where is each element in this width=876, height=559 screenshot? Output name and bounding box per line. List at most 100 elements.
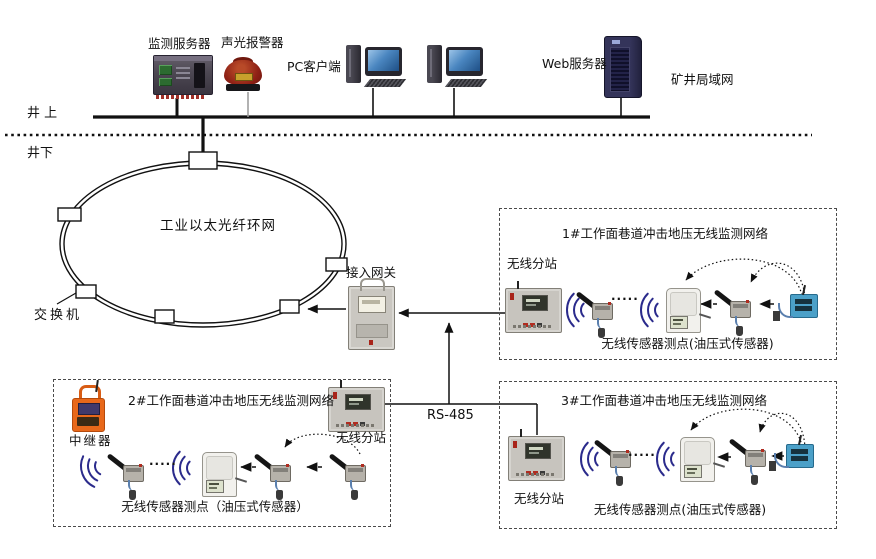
signal-wave-arc bbox=[640, 292, 649, 328]
pc-screen bbox=[368, 50, 399, 71]
network-3-sensors-label: 无线传感器测点(油压式传感器) bbox=[593, 502, 767, 517]
webserver-front-panel bbox=[610, 47, 630, 92]
pc-keyboard bbox=[444, 79, 488, 87]
network-3-title: 3#工作面巷道冲击地压无线监测网络 bbox=[561, 393, 767, 408]
substation-2-label: 无线分站 bbox=[336, 430, 387, 445]
signal-wave-arc bbox=[94, 461, 102, 476]
repeater-label: 中继器 bbox=[69, 433, 113, 448]
wireless-signal-waves bbox=[566, 292, 585, 328]
signal-wave-arc bbox=[647, 297, 654, 323]
server-drive-slot bbox=[194, 63, 205, 88]
ring-node bbox=[279, 299, 300, 314]
sensor-slot bbox=[795, 306, 812, 311]
lcd-line bbox=[673, 319, 683, 321]
alarm-base bbox=[226, 84, 260, 91]
collector-cover bbox=[670, 292, 697, 316]
sensor-probe bbox=[598, 328, 605, 338]
signal-wave-arc bbox=[670, 451, 675, 467]
blue-end-sensor bbox=[769, 434, 814, 471]
wireless-signal-waves bbox=[580, 441, 599, 477]
fiber-ring-outer bbox=[59, 160, 347, 328]
collector-device bbox=[666, 288, 712, 333]
collector-lcd bbox=[206, 480, 224, 493]
signal-wave-arc bbox=[654, 302, 659, 318]
server-vent-lines bbox=[176, 67, 190, 82]
signal-wave-arc bbox=[80, 455, 96, 488]
ring-node bbox=[154, 309, 175, 324]
lcd-digits bbox=[529, 447, 543, 450]
network-box-1 bbox=[499, 208, 837, 360]
above-ground-label: 井 上 bbox=[27, 106, 58, 121]
substation-logo bbox=[510, 293, 514, 300]
collector-device bbox=[680, 437, 726, 482]
collector-cover bbox=[206, 456, 233, 480]
sensor-slot bbox=[795, 299, 812, 304]
wireless-sensor bbox=[593, 436, 635, 486]
lcd-digits bbox=[526, 299, 540, 302]
sensor-cable bbox=[128, 480, 138, 491]
sensor-led bbox=[746, 300, 749, 303]
pc-screen bbox=[449, 50, 480, 71]
substation-1-label: 无线分站 bbox=[507, 256, 558, 271]
sensor-cable bbox=[774, 453, 789, 468]
network-1-title: 1#工作面巷道冲击地压无线监测网络 bbox=[562, 226, 768, 241]
sensor-body bbox=[745, 449, 766, 467]
signal-wave-arc bbox=[663, 446, 670, 472]
signal-wave-arc bbox=[594, 451, 599, 467]
signal-wave-arc bbox=[172, 450, 181, 486]
sensor-probe bbox=[751, 475, 758, 485]
pc-client-2 bbox=[427, 43, 488, 89]
sensor-led bbox=[761, 449, 764, 452]
pc-tower bbox=[346, 45, 361, 83]
sensor-cable bbox=[350, 480, 360, 491]
relay-arc bbox=[284, 433, 361, 455]
sensor-cable bbox=[615, 466, 625, 477]
substation-lcd bbox=[525, 443, 551, 459]
wireless-substation-3-device bbox=[508, 429, 565, 481]
sensor-stripe bbox=[273, 468, 288, 472]
wireless-signal-waves bbox=[80, 455, 102, 488]
signal-wave-arc bbox=[580, 302, 585, 318]
repeater-label-plate bbox=[77, 417, 99, 426]
sensor-led bbox=[626, 450, 629, 453]
sensor-probe bbox=[769, 461, 776, 471]
substation-buttons bbox=[346, 411, 367, 430]
web-server-label: Web服务器 bbox=[542, 56, 607, 71]
sensor-slot bbox=[791, 456, 808, 461]
pc-client-label: PC客户端 bbox=[287, 59, 341, 74]
collector-cover bbox=[684, 441, 711, 465]
lcd-digits bbox=[526, 304, 536, 306]
substation-antenna bbox=[520, 429, 522, 437]
lcd-line bbox=[673, 323, 681, 325]
signal-wave-arc bbox=[580, 441, 589, 477]
signal-wave-arc bbox=[179, 455, 186, 481]
pc-monitor bbox=[365, 47, 402, 76]
sensor-body bbox=[592, 302, 613, 320]
ring-node bbox=[325, 257, 348, 272]
substation-nameplate-text bbox=[336, 424, 376, 427]
wireless-sensor bbox=[328, 450, 370, 500]
sensor-body bbox=[730, 300, 751, 318]
tower-stripe bbox=[349, 49, 351, 77]
signal-wave-arc bbox=[573, 297, 580, 323]
signal-wave-arc bbox=[656, 441, 665, 477]
substation-antenna bbox=[340, 380, 342, 388]
signal-wave-arc bbox=[587, 446, 594, 472]
ring-node bbox=[188, 151, 218, 170]
sensor-probe bbox=[616, 476, 623, 486]
server-green-board bbox=[159, 78, 172, 86]
gateway-handle bbox=[360, 278, 385, 291]
lcd-line bbox=[687, 468, 697, 470]
sensor-stripe bbox=[595, 306, 610, 310]
lcd-line bbox=[209, 487, 217, 489]
network-2-sensors-label: 无线传感器测点（油压式传感器） bbox=[121, 499, 309, 514]
substation-lcd bbox=[522, 295, 548, 311]
sensor-cable bbox=[778, 303, 793, 318]
lcd-digits bbox=[529, 452, 539, 454]
wireless-sensor bbox=[106, 450, 148, 500]
sensor-cable bbox=[735, 316, 745, 327]
monitor-server-label: 监测服务器 bbox=[148, 36, 211, 51]
switch-label: 交换机 bbox=[34, 308, 83, 323]
wireless-sensor bbox=[253, 450, 295, 500]
sensor-cable bbox=[597, 318, 607, 329]
